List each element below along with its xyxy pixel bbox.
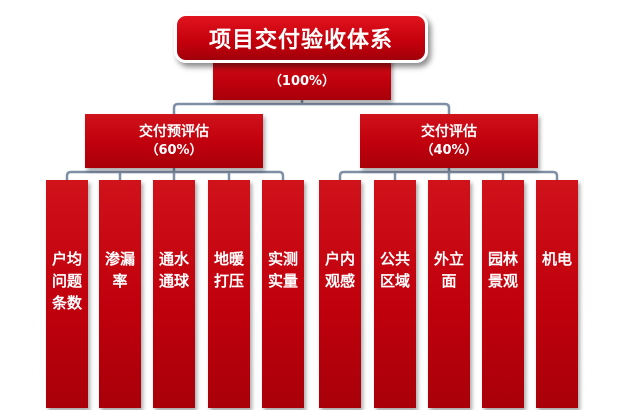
leaf-node: 园林景观 [482, 180, 524, 408]
connector-group-2 [338, 166, 559, 182]
leaf-label: 外立面 [433, 250, 464, 290]
group-node-pre-assessment: 交付预评估 （60%） [85, 114, 263, 168]
leaf-node: 通水通球 [153, 180, 195, 408]
leaf-label: 渗漏率 [104, 250, 135, 290]
leaf-label: 户均问题条数 [51, 250, 82, 312]
leaf-node: 地暖打压 [208, 180, 250, 408]
leaf-node: 公共区域 [374, 180, 416, 408]
group-label: 交付预评估 [139, 124, 209, 140]
leaf-node: 渗漏率 [99, 180, 141, 408]
leaf-node: 户均问题条数 [46, 180, 88, 408]
connector-group-1 [65, 166, 285, 182]
leaf-node: 实测实量 [262, 180, 304, 408]
leaf-label: 园林景观 [487, 250, 518, 290]
leaf-label: 公共区域 [379, 250, 410, 290]
root-percent: （100%） [268, 74, 336, 89]
root-node: （100%） [213, 58, 391, 100]
leaf-label: 户内观感 [324, 250, 355, 290]
group-node-assessment: 交付评估 （40%） [360, 114, 538, 168]
connector-root [172, 98, 451, 116]
leaf-node: 户内观感 [319, 180, 361, 408]
leaf-label: 地暖打压 [213, 250, 244, 290]
leaf-label: 机电 [541, 250, 572, 268]
leaf-node: 外立面 [428, 180, 470, 408]
group-percent: （60%） [145, 143, 203, 158]
leaf-label: 实测实量 [267, 250, 298, 290]
leaf-node: 机电 [536, 180, 578, 408]
group-label: 交付评估 [421, 124, 477, 140]
group-percent: （40%） [420, 143, 478, 158]
diagram-title: 项目交付验收体系 [174, 13, 428, 63]
leaf-label: 通水通球 [158, 250, 189, 290]
